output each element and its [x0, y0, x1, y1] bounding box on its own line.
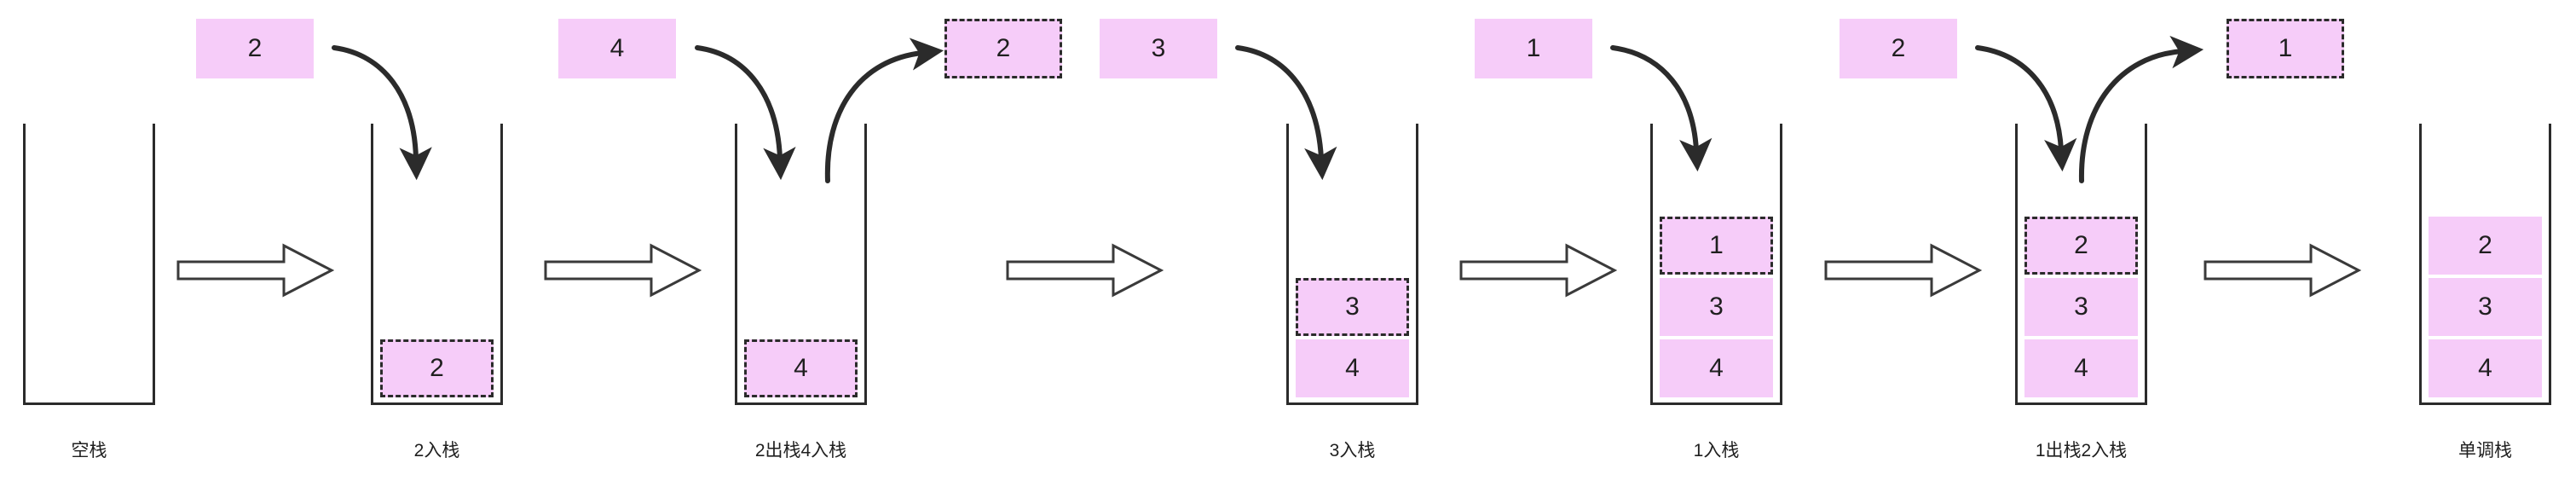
stack-cell: 3 [1660, 278, 1773, 336]
popped-value-box: 2 [944, 19, 1062, 78]
stage-caption: 1出栈2入栈 [2035, 441, 2128, 460]
stack-cell: 2 [380, 339, 494, 397]
transition-arrow-right-icon [1459, 243, 1618, 298]
transition-arrow-right-icon [2203, 243, 2362, 298]
stack-cell: 2 [2024, 217, 2138, 275]
incoming-value-box: 3 [1100, 19, 1217, 78]
incoming-value-box: 2 [196, 19, 314, 78]
stack-cell: 4 [744, 339, 858, 397]
stack-cells: 4 3 1 [1653, 217, 1780, 402]
incoming-value-box: 1 [1475, 19, 1592, 78]
transition-arrow-right-icon [1824, 243, 1983, 298]
stage-caption: 空栈 [71, 441, 107, 460]
stack-cell: 3 [2024, 278, 2138, 336]
transition-arrow-right-icon [1006, 243, 1164, 298]
popped-value-box: 1 [2227, 19, 2344, 78]
stack-container: 2 [371, 124, 503, 405]
stack-container: 4 3 2 [2015, 124, 2147, 405]
stack-cells: 2 [373, 339, 500, 402]
stage-caption: 单调栈 [2458, 441, 2512, 460]
stack-cells: 4 3 [1289, 278, 1416, 402]
stack-cell: 2 [2429, 217, 2542, 275]
transition-arrow-right-icon [544, 243, 702, 298]
incoming-value-box: 4 [558, 19, 676, 78]
stack-cell: 3 [1296, 278, 1409, 336]
stack-cells [26, 401, 153, 402]
stack-container: 4 3 1 [1650, 124, 1782, 405]
stack-container: 4 3 2 [2419, 124, 2551, 405]
stage-caption: 3入栈 [1329, 441, 1376, 460]
stack-cells: 4 [737, 339, 864, 402]
stack-cells: 4 3 2 [2422, 217, 2549, 402]
transition-arrow-right-icon [176, 243, 335, 298]
stack-cell: 4 [2429, 339, 2542, 397]
stage-caption: 2入栈 [413, 441, 460, 460]
stack-cell: 4 [2024, 339, 2138, 397]
stage-caption: 2出栈4入栈 [754, 441, 847, 460]
stack-cell: 4 [1296, 339, 1409, 397]
stack-cell: 4 [1660, 339, 1773, 397]
incoming-value-box: 2 [1840, 19, 1957, 78]
stack-container: 4 3 [1286, 124, 1418, 405]
stack-container: 4 [735, 124, 867, 405]
stage-caption: 1入栈 [1693, 441, 1740, 460]
stack-cells: 4 3 2 [2018, 217, 2145, 402]
stack-container [23, 124, 155, 405]
stack-cell: 3 [2429, 278, 2542, 336]
stack-cell: 1 [1660, 217, 1773, 275]
